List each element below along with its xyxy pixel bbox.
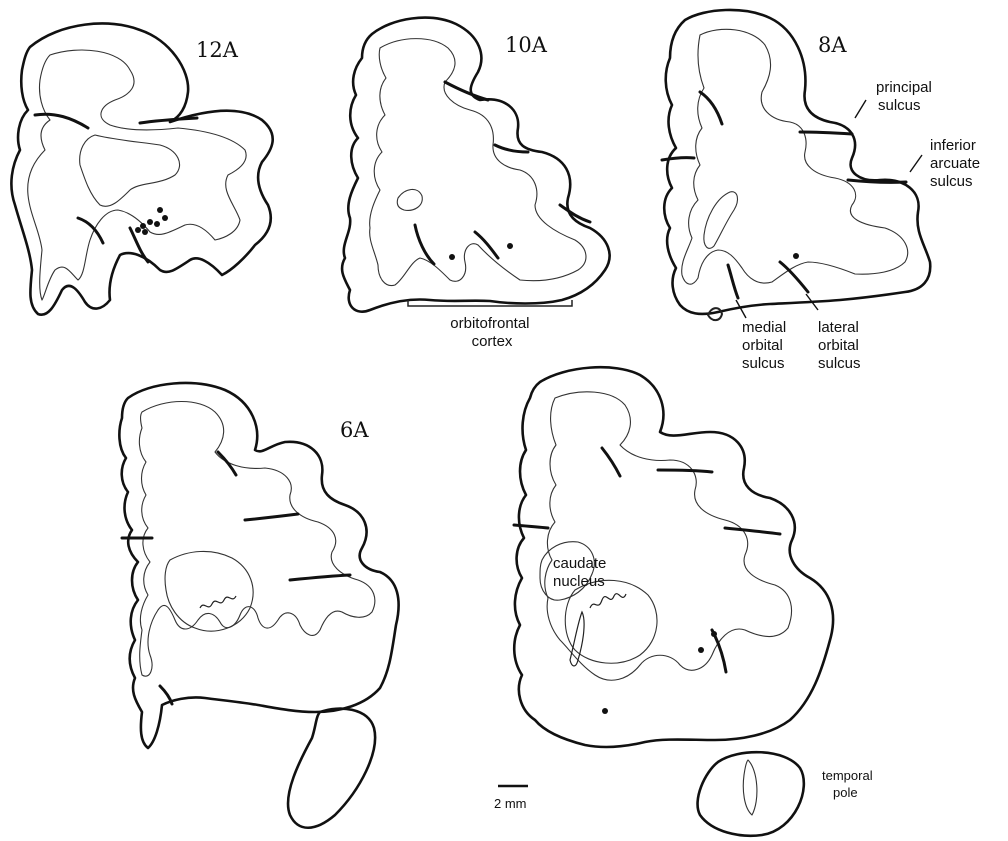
section-6a-label: 6A — [340, 418, 369, 442]
section-12a-dot — [147, 219, 153, 225]
section-8a-principal-sulcus — [800, 132, 852, 134]
section-4a-sulcus-1 — [602, 448, 620, 476]
lateral-orbital-label: lateral orbital sulcus — [818, 319, 863, 372]
principal-sulcus-leader — [855, 100, 866, 118]
section-12a-gray-white-boundary — [28, 50, 246, 300]
medial-orbital-label-line-3: sulcus — [742, 355, 785, 372]
section-8a-ventricle — [704, 192, 738, 249]
section-12a-white-matter — [80, 135, 180, 206]
section-12a: 12A — [11, 23, 272, 314]
section-4a-temporal-pole — [698, 752, 804, 836]
medial-orbital-label-line-1: medial — [742, 319, 786, 336]
section-4a: 4A caudate nucleus temporal pole — [514, 0, 876, 836]
principal-sulcus-label-line-1: principal — [876, 79, 932, 96]
section-4a-temporal-pole-inner — [743, 760, 757, 815]
section-10a-dot — [507, 243, 513, 249]
section-10a: 10A orbitofrontal cortex — [342, 18, 610, 350]
section-8a-gray-white-boundary — [682, 29, 908, 284]
scale-bar-label: 2 mm — [494, 796, 527, 811]
section-4a-dot — [711, 631, 717, 637]
section-12a-dot — [162, 215, 168, 221]
caudate-nucleus-label-line-1: caudate — [553, 555, 606, 572]
inferior-arcuate-leader — [910, 155, 922, 172]
section-8a-sulcus-lateral-edge — [662, 158, 694, 160]
section-12a-dot — [142, 229, 148, 235]
section-10a-outline — [342, 18, 610, 312]
caudate-nucleus-label-line-2: nucleus — [553, 573, 605, 590]
section-6a-sulcus-1 — [218, 452, 236, 475]
principal-sulcus-label-line-2: sulcus — [878, 97, 921, 114]
section-6a-internal-capsule-squiggle — [200, 596, 236, 608]
medial-orbital-label-line-2: orbital — [742, 337, 783, 354]
lateral-orbital-label-line-3: sulcus — [818, 355, 861, 372]
medial-orbital-label: medial orbital sulcus — [742, 319, 790, 372]
section-4a-sulcus-2 — [658, 470, 712, 472]
section-6a-striatum — [165, 551, 253, 631]
section-10a-ventricle — [397, 189, 422, 210]
inferior-arcuate-label-line-3: sulcus — [930, 173, 973, 190]
orbitofrontal-label-line-1: orbitofrontal — [450, 315, 529, 332]
section-12a-sulcus-middle — [140, 118, 197, 123]
section-6a-sulcus-left-low — [160, 686, 172, 704]
section-12a-dot — [135, 227, 141, 233]
section-4a-internal-capsule-squiggle — [590, 594, 626, 608]
section-12a-dot — [140, 223, 146, 229]
section-12a-dot — [157, 207, 163, 213]
section-12a-outline — [11, 23, 272, 314]
orbitofrontal-label: orbitofrontal cortex — [450, 315, 533, 350]
lateral-orbital-label-line-1: lateral — [818, 319, 859, 336]
section-8a-dot — [793, 253, 799, 259]
section-8a-outline — [664, 10, 930, 314]
temporal-pole-label: temporal pole — [822, 768, 876, 800]
section-8a-medial-orbital — [728, 265, 738, 298]
section-8a: 8A principal sulcus inferior arcuate sul… — [662, 10, 984, 372]
section-4a-dot — [698, 647, 704, 653]
inferior-arcuate-label-line-1: inferior — [930, 137, 976, 154]
section-4a-dot — [602, 708, 608, 714]
section-4a-label: 4A — [690, 0, 719, 5]
inferior-arcuate-label-line-2: arcuate — [930, 155, 980, 172]
section-10a-dot — [449, 254, 455, 260]
section-10a-label: 10A — [505, 33, 548, 57]
section-10a-sulcus-orbital-left — [415, 225, 434, 264]
section-6a-sulcus-2 — [245, 514, 298, 520]
section-6a-temporal-lobe — [288, 709, 375, 828]
section-6a-sulcus-3 — [290, 575, 350, 580]
principal-sulcus-label: principal sulcus — [876, 79, 936, 114]
temporal-pole-label-line-1: temporal — [822, 768, 873, 783]
section-12a-label: 12A — [196, 38, 239, 62]
section-8a-label: 8A — [818, 33, 847, 57]
section-10a-gray-white-boundary — [370, 39, 586, 286]
scale-bar: 2 mm — [494, 786, 528, 811]
inferior-arcuate-label: inferior arcuate sulcus — [930, 137, 984, 190]
section-4a-putamen-sliver — [570, 612, 584, 666]
temporal-pole-label-line-2: pole — [833, 785, 858, 800]
caudate-nucleus-label: caudate nucleus — [553, 555, 611, 590]
section-8a-sulcus-dorsal — [700, 92, 722, 124]
section-10a-sulcus-upper — [445, 82, 488, 100]
lateral-orbital-label-line-2: orbital — [818, 337, 859, 354]
section-12a-dot — [154, 221, 160, 227]
section-6a: 6A — [119, 383, 398, 828]
orbitofrontal-label-line-2: cortex — [472, 333, 513, 350]
section-4a-sulcus-3 — [725, 528, 780, 534]
section-12a-sulcus-upper — [35, 114, 88, 128]
